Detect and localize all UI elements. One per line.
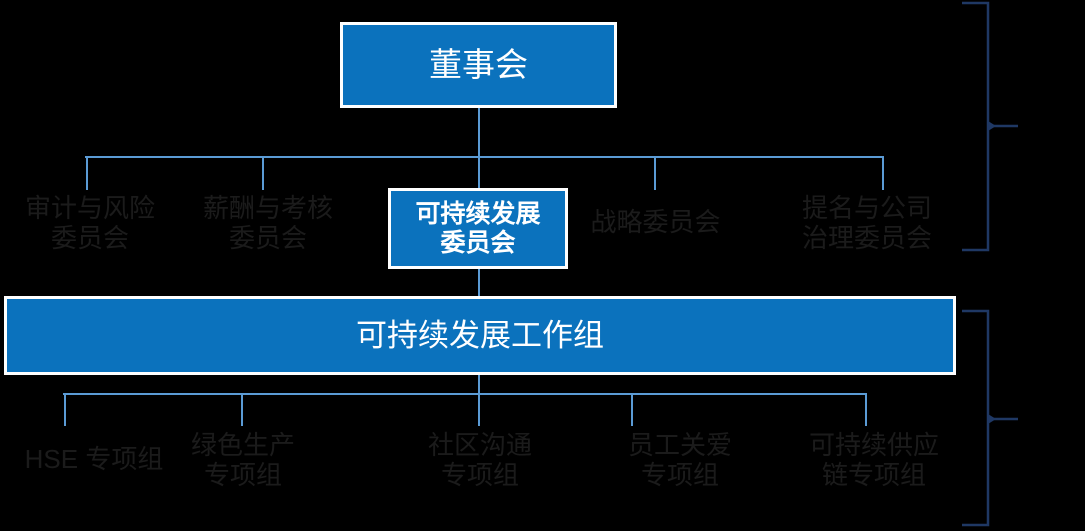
label-taskforce-community: 社区沟通 专项组 [427,430,532,491]
label-audit-risk-committee: 审计与风险 委员会 [24,193,155,254]
connector-committee-bar [85,156,884,158]
sustainability-committee-label: 可持续发展 委员会 [415,199,541,257]
box-sustainability-committee[interactable]: 可持续发展 委员会 [388,188,568,269]
connector-drop-committee-3 [478,156,480,190]
label-compensation-committee: 薪酬与考核 委员会 [202,193,333,254]
board-level-bracket [960,0,1020,260]
working-group-label: 可持续发展工作组 [356,317,604,353]
label-taskforce-hse: HSE 专项组 [24,444,164,474]
connector-drop-taskforce-1 [64,393,66,426]
connector-board-down [478,108,480,157]
connector-drop-taskforce-5 [865,393,867,426]
connector-drop-taskforce-4 [631,393,633,426]
connector-drop-committee-4 [654,156,656,190]
label-taskforce-supply-chain: 可持续供应 链专项组 [808,430,939,491]
label-strategy-committee: 战略委员会 [590,207,721,237]
working-group-level-bracket [960,305,1020,531]
board-label: 董事会 [429,46,528,84]
connector-workgroup-down [478,375,480,394]
connector-drop-committee-5 [882,156,884,190]
connector-drop-taskforce-2 [241,393,243,426]
box-board-of-directors[interactable]: 董事会 [340,22,617,108]
connector-taskforce-bar [63,393,867,395]
connector-drop-committee-2 [262,156,264,190]
connector-sdc-to-workgroup [478,269,480,298]
label-taskforce-green-production: 绿色生产 专项组 [190,430,295,491]
connector-drop-committee-1 [86,156,88,190]
connector-drop-taskforce-3 [478,393,480,426]
label-taskforce-employee-care: 员工关爱 专项组 [627,430,732,491]
label-nomination-governance-committee: 提名与公司 治理委员会 [801,193,932,254]
box-sustainability-working-group[interactable]: 可持续发展工作组 [4,296,956,375]
